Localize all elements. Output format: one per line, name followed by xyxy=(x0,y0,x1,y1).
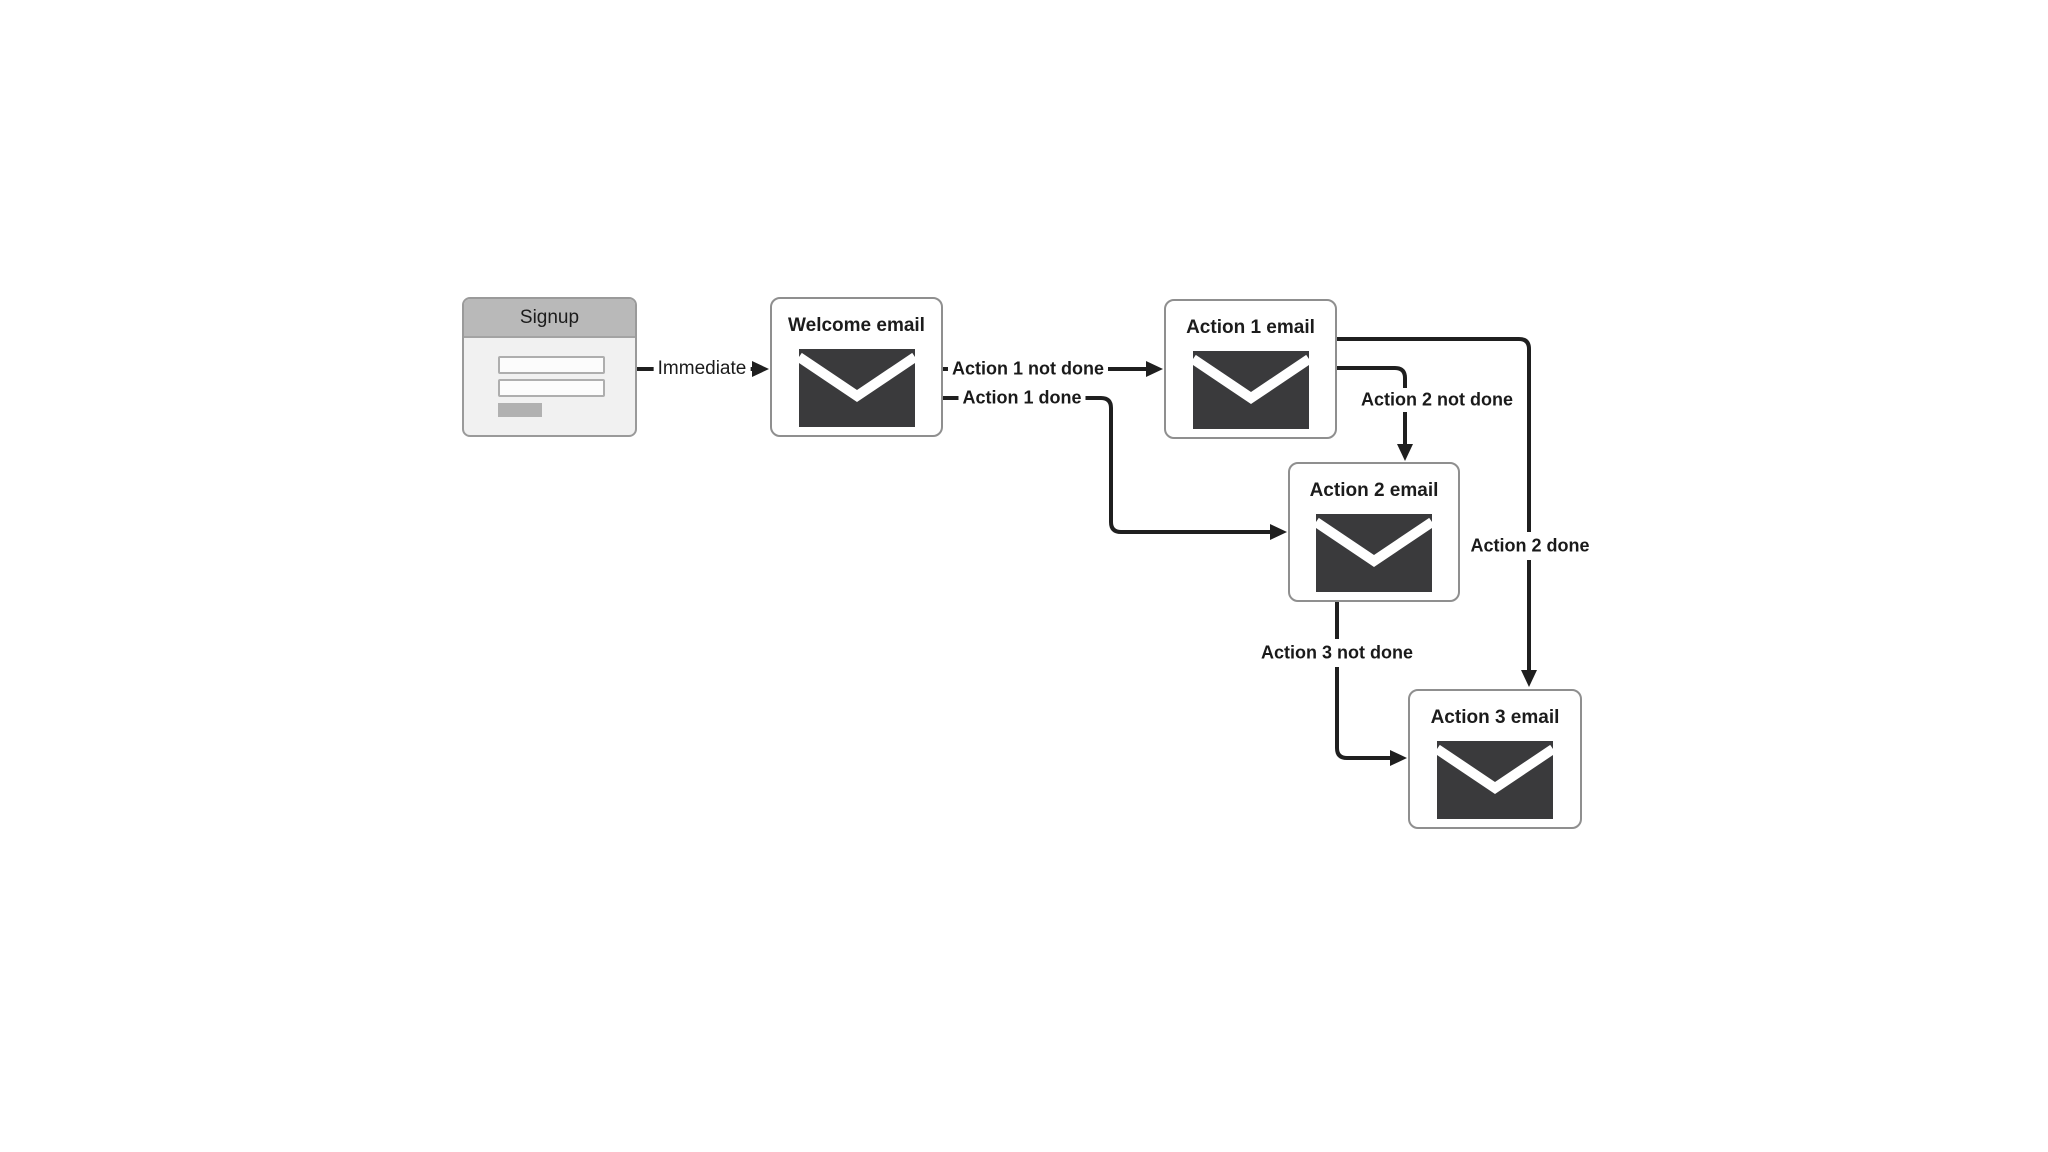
arrowhead-icon xyxy=(1397,444,1413,461)
email-envelope-icon xyxy=(1192,351,1309,429)
node-signup: Signup xyxy=(462,297,637,437)
email-envelope-icon xyxy=(798,349,915,427)
edge-action2-to-action3 xyxy=(1335,602,1407,766)
node-action-1-email: Action 1 email xyxy=(1164,299,1337,439)
node-title: Action 1 email xyxy=(1186,317,1315,338)
edge-label-action1-done: Action 1 done xyxy=(958,387,1086,409)
node-title: Action 2 email xyxy=(1309,480,1439,501)
email-envelope-icon xyxy=(1316,514,1432,592)
node-title: Action 3 email xyxy=(1430,707,1560,728)
edge-label-action1-not-done: Action 1 not done xyxy=(948,358,1108,380)
arrowhead-icon xyxy=(1390,750,1407,766)
edge-label-action3-not-done: Action 3 not done xyxy=(1257,642,1417,664)
node-welcome-email: Welcome email xyxy=(770,297,943,437)
arrowhead-icon xyxy=(1270,524,1287,540)
edge-label-action2-not-done: Action 2 not done xyxy=(1357,389,1517,411)
arrowhead-icon xyxy=(1146,361,1163,377)
form-field-placeholder xyxy=(498,356,605,374)
edge-line xyxy=(1337,366,1407,388)
edge-label-immediate: Immediate xyxy=(653,358,751,380)
edge-line xyxy=(1082,396,1270,534)
node-title: Welcome email xyxy=(788,315,925,336)
node-action-2-email: Action 2 email xyxy=(1288,462,1460,602)
edge-action1-to-action3 xyxy=(1337,337,1537,687)
arrowhead-icon xyxy=(1521,670,1537,687)
edge-line xyxy=(1335,667,1390,760)
form-field-placeholder xyxy=(498,379,605,397)
form-submit-button-placeholder xyxy=(498,403,542,417)
edge-label-action2-done: Action 2 done xyxy=(1466,535,1594,557)
signup-title: Signup xyxy=(519,307,580,328)
node-action-3-email: Action 3 email xyxy=(1408,689,1582,829)
email-envelope-icon xyxy=(1437,741,1553,819)
edge-line xyxy=(1337,337,1531,532)
edge-action1-to-action2 xyxy=(1337,366,1413,461)
signup-header: Signup xyxy=(464,299,635,338)
arrowhead-icon xyxy=(752,361,769,377)
